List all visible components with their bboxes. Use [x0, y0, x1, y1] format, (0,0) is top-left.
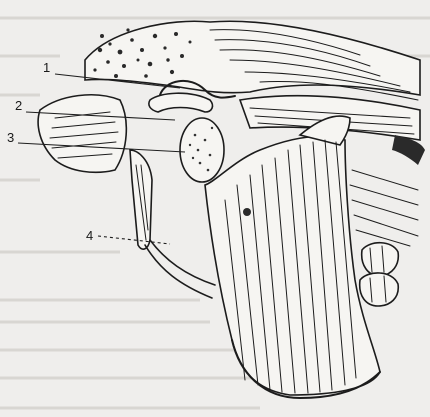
label-4: 4 — [86, 228, 93, 243]
label-1: 1 — [43, 60, 50, 75]
label-2: 2 — [15, 98, 22, 113]
mandibular-condyle — [180, 118, 224, 182]
label-3: 3 — [7, 130, 14, 145]
